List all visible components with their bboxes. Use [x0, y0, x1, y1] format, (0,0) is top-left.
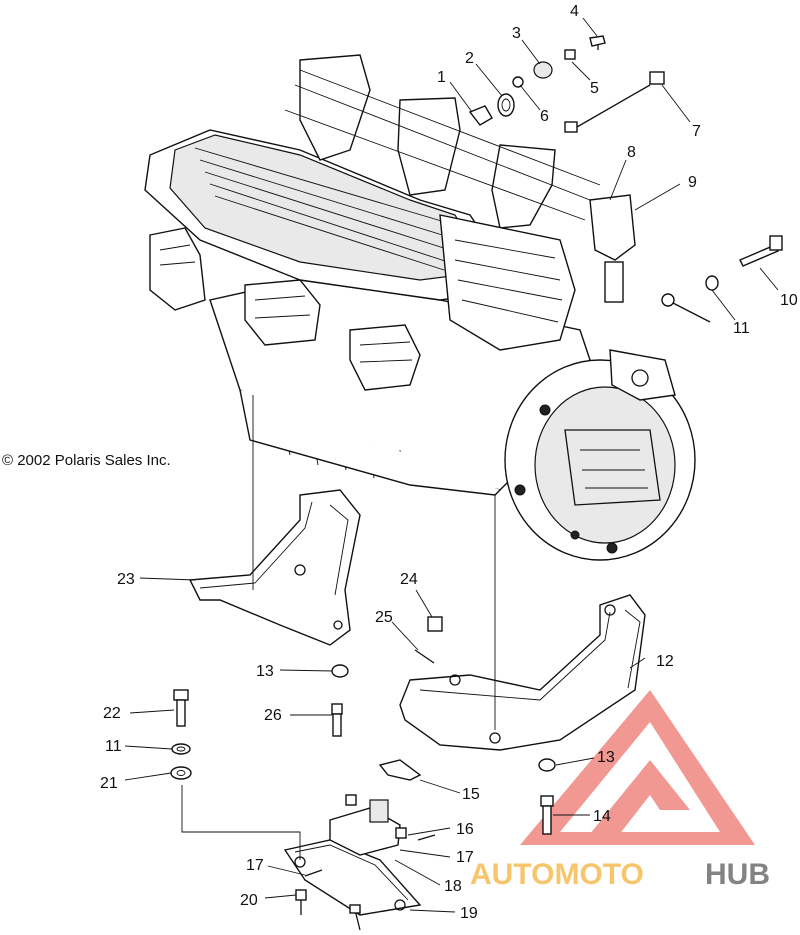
callout-14: 14: [593, 808, 611, 825]
callout-26: 26: [264, 707, 282, 724]
callout-3: 3: [512, 25, 521, 42]
part-5-nut: [564, 49, 576, 60]
part-8-9-sensor: [589, 194, 636, 303]
part-13-nut-right: [538, 758, 556, 772]
part-15-gasket: [378, 759, 422, 781]
callout-12: 12: [656, 653, 674, 670]
part-12-mount-bracket: [399, 594, 646, 751]
part-14-bolt: [540, 795, 554, 835]
callout-5: 5: [590, 80, 599, 97]
callout-4: 4: [570, 3, 579, 20]
part-6-washer: [512, 76, 524, 88]
part-10-bolt: [739, 235, 783, 267]
part-20-bolt: [295, 889, 361, 931]
callout-11-top: 11: [733, 320, 750, 337]
part-21-washer: [170, 766, 192, 780]
part-11-washer: [171, 743, 191, 755]
watermark-text: AUTOMOTO HUB: [470, 858, 770, 891]
callout-24: 24: [400, 571, 418, 588]
callout-2: 2: [465, 50, 474, 67]
part-4-screw: [589, 35, 606, 50]
engine-assembly: [144, 54, 696, 561]
callout-21: 21: [100, 775, 118, 792]
callout-10: 10: [780, 292, 798, 309]
callout-labels: 1 2 3 4 5 6 7 8 9 10 11 12 13 13 14 15 1…: [100, 3, 798, 922]
callout-22: 22: [103, 705, 121, 722]
callout-11-bottom: 11: [105, 738, 122, 755]
callout-16: 16: [456, 821, 474, 838]
callout-17-left: 17: [246, 857, 264, 874]
callout-20: 20: [240, 892, 258, 909]
callout-6: 6: [540, 108, 549, 125]
watermark-brand-orange: AUTOMOTO: [470, 858, 644, 891]
part-1-clip: [468, 105, 493, 126]
part-3-grommet: [533, 61, 553, 79]
part-25-stud: [414, 649, 435, 664]
part-7-sensor-cable: [564, 71, 665, 133]
part-2-washer: [497, 93, 515, 117]
callout-15: 15: [462, 786, 480, 803]
part-11-ring-terminal: [661, 275, 719, 323]
part-23-mount-bracket: [188, 489, 361, 646]
part-26-bolt: [331, 703, 343, 737]
callout-13-right: 13: [597, 749, 615, 766]
leader-lines: [124, 17, 779, 913]
part-17-pins: [304, 834, 436, 877]
callout-23: 23: [117, 571, 135, 588]
part-19-base-plate: [283, 839, 422, 916]
callout-9: 9: [688, 174, 697, 191]
part-24-spacer: [427, 616, 443, 632]
watermark-brand-grey: HUB: [705, 858, 770, 891]
callout-7: 7: [692, 123, 701, 140]
part-16-spacers: [345, 794, 407, 839]
part-18-rubber-mount: [329, 799, 401, 856]
callout-25: 25: [375, 609, 393, 626]
callout-8: 8: [627, 144, 636, 161]
copyright-notice: © 2002 Polaris Sales Inc.: [2, 452, 171, 469]
callout-18: 18: [444, 878, 462, 895]
callout-17-right: 17: [456, 849, 474, 866]
callout-13-left: 13: [256, 663, 274, 680]
watermark-logo: [520, 690, 755, 845]
part-22-bolt: [173, 689, 189, 727]
callout-19: 19: [460, 905, 478, 922]
callout-1: 1: [437, 69, 446, 86]
part-13-nut-left: [331, 664, 349, 678]
